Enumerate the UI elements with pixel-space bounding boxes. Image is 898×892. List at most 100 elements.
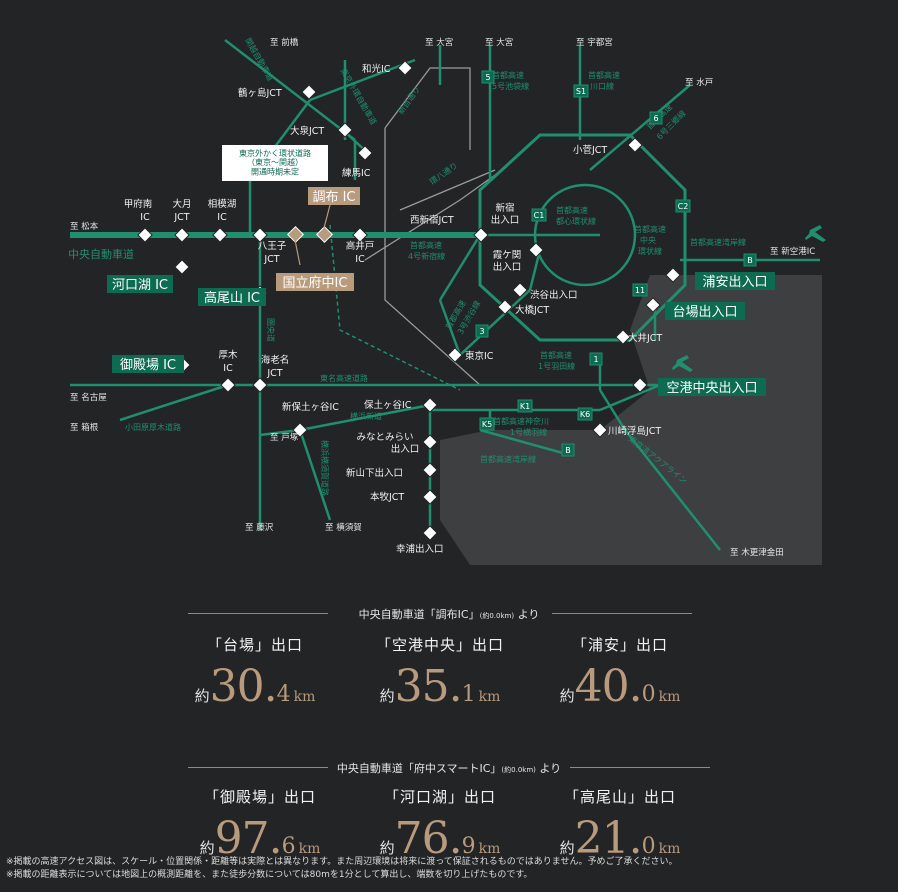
- svg-text:大月: 大月: [172, 198, 191, 210]
- svg-text:中央自動車道: 中央自動車道: [68, 247, 134, 261]
- svg-text:K5: K5: [482, 420, 492, 429]
- svg-text:首都高速: 首都高速: [410, 240, 442, 250]
- svg-text:首都高速: 首都高速: [540, 350, 572, 360]
- section-title: 中央自動車道「府中スマートIC」(約0.0km) より: [0, 760, 898, 776]
- svg-text:首都高速: 首都高速: [634, 224, 666, 234]
- kokuritsu-fuchu-ic-label: 国立府中IC: [283, 276, 348, 291]
- chofu-ic-label: 調布 IC: [312, 190, 355, 205]
- svg-text:東京IC: 東京IC: [465, 350, 494, 362]
- svg-text:渋谷出入口: 渋谷出入口: [530, 289, 578, 301]
- svg-text:至 藤沢: 至 藤沢: [245, 522, 274, 533]
- svg-text:大橋JCT: 大橋JCT: [515, 304, 549, 316]
- svg-text:八王子: 八王子: [258, 241, 287, 252]
- divider-right: [570, 767, 710, 768]
- svg-text:至 木更津金田: 至 木更津金田: [730, 547, 784, 558]
- kawaguchiko-ic-label: 河口湖 IC: [112, 278, 168, 293]
- svg-text:1号横羽線: 1号横羽線: [510, 427, 547, 437]
- svg-text:C1: C1: [534, 211, 545, 220]
- svg-text:出入口: 出入口: [491, 214, 520, 226]
- svg-text:B: B: [565, 446, 571, 455]
- svg-text:環状線: 環状線: [638, 246, 662, 256]
- footnotes: ※掲載の高速アクセス図は、スケール・位置関係・距離等は実際とは異なります。また周…: [6, 856, 677, 882]
- svg-text:至 前橋: 至 前橋: [270, 37, 299, 48]
- svg-text:圏央道: 圏央道: [266, 318, 276, 342]
- svg-text:保土ヶ谷IC: 保土ヶ谷IC: [364, 399, 412, 411]
- svg-text:川崎浮島JCT: 川崎浮島JCT: [608, 425, 661, 437]
- divider-left: [188, 613, 328, 614]
- svg-text:横浜横須賀道路: 横浜横須賀道路: [320, 440, 330, 496]
- svg-text:首都高速: 首都高速: [588, 70, 620, 80]
- urayasu-exit-label: 浦安出入口: [702, 275, 767, 290]
- svg-text:鶴ヶ島JCT: 鶴ヶ島JCT: [238, 87, 282, 99]
- svg-text:中央: 中央: [640, 235, 656, 245]
- svg-text:みなとみらい: みなとみらい: [356, 432, 413, 443]
- airplane-icon-2: [672, 355, 693, 372]
- svg-text:IC: IC: [223, 363, 233, 374]
- svg-text:C2: C2: [678, 202, 689, 211]
- footnote-2: ※掲載の距離表示については地図上の概測距離を、また徒歩分数については80mを1分…: [6, 870, 533, 880]
- svg-text:新宿: 新宿: [495, 202, 514, 214]
- svg-text:横浜新道: 横浜新道: [350, 411, 382, 421]
- section-title: 中央自動車道「調布IC」(約0.0km) より: [0, 606, 898, 622]
- svg-text:3: 3: [479, 327, 484, 336]
- svg-text:本牧JCT: 本牧JCT: [370, 491, 404, 503]
- expressway-map: 調布 IC 国立府中IC 河口湖 IC 高尾山 IC 御殿場 IC 浦安出入口 …: [68, 36, 826, 565]
- svg-text:小菅JCT: 小菅JCT: [573, 144, 607, 156]
- svg-text:至 戸塚: 至 戸塚: [270, 433, 299, 443]
- svg-text:至 大宮: 至 大宮: [425, 37, 453, 48]
- svg-text:1: 1: [593, 355, 598, 364]
- gotemba-ic-label: 御殿場 IC: [120, 358, 176, 373]
- svg-text:幸浦出入口: 幸浦出入口: [396, 543, 444, 555]
- svg-text:B: B: [747, 256, 753, 265]
- svg-text:海老名: 海老名: [261, 354, 290, 366]
- svg-text:至 新空港IC: 至 新空港IC: [770, 246, 815, 257]
- svg-text:至 宇都宮: 至 宇都宮: [576, 37, 613, 48]
- svg-text:西新宿JCT: 西新宿JCT: [410, 214, 454, 226]
- svg-text:JCT: JCT: [263, 254, 279, 265]
- svg-text:大泉JCT: 大泉JCT: [290, 125, 324, 137]
- svg-text:5: 5: [485, 73, 490, 82]
- svg-text:厚木: 厚木: [218, 349, 238, 361]
- tokyo-bay: [440, 275, 822, 565]
- distance-section-fuchu: 中央自動車道「府中スマートIC」(約0.0km) より 「御殿場」出口 約97.…: [0, 760, 898, 864]
- svg-text:都心環状線: 都心環状線: [556, 216, 596, 226]
- svg-text:相模湖: 相模湖: [208, 198, 237, 210]
- gaikan-note: 東京外かく環状道路（東京～関越）開通時期未定: [239, 148, 311, 176]
- svg-text:甲府南: 甲府南: [124, 198, 153, 210]
- svg-text:IC: IC: [140, 212, 150, 223]
- svg-text:首都高速: 首都高速: [492, 70, 524, 80]
- svg-text:JCT: JCT: [173, 212, 189, 223]
- airplane-icon: [805, 225, 826, 242]
- svg-text:東名高速道路: 東名高速道路: [320, 373, 368, 383]
- svg-text:出入口: 出入口: [391, 443, 420, 455]
- svg-text:首都高速: 首都高速: [556, 205, 588, 215]
- svg-text:至 名古屋: 至 名古屋: [70, 392, 107, 403]
- svg-text:6: 6: [653, 114, 658, 123]
- svg-text:K6: K6: [580, 410, 590, 419]
- svg-text:首都高速湾岸線: 首都高速湾岸線: [480, 454, 536, 464]
- svg-text:霞ケ関: 霞ケ関: [493, 250, 522, 261]
- svg-text:4号新宿線: 4号新宿線: [408, 251, 445, 261]
- svg-text:高井戸: 高井戸: [346, 240, 375, 252]
- svg-text:5号池袋線: 5号池袋線: [492, 81, 529, 91]
- svg-text:至 水戸: 至 水戸: [685, 77, 713, 88]
- svg-text:IC: IC: [217, 212, 227, 223]
- svg-text:至 横須賀: 至 横須賀: [325, 522, 362, 533]
- svg-text:和光IC: 和光IC: [362, 63, 391, 75]
- svg-text:至 大宮: 至 大宮: [485, 37, 513, 48]
- svg-text:S1: S1: [576, 87, 586, 96]
- takaosan-ic-label: 高尾山 IC: [204, 290, 260, 306]
- svg-text:新山下出入口: 新山下出入口: [346, 467, 403, 479]
- svg-text:JCT: JCT: [266, 368, 282, 379]
- svg-text:新保土ヶ谷IC: 新保土ヶ谷IC: [282, 401, 339, 413]
- daiba-exit-label: 台場出入口: [672, 305, 737, 320]
- svg-text:大井JCT: 大井JCT: [628, 332, 662, 344]
- svg-text:小田原厚木道路: 小田原厚木道路: [125, 422, 181, 432]
- svg-text:練馬IC: 練馬IC: [342, 167, 371, 179]
